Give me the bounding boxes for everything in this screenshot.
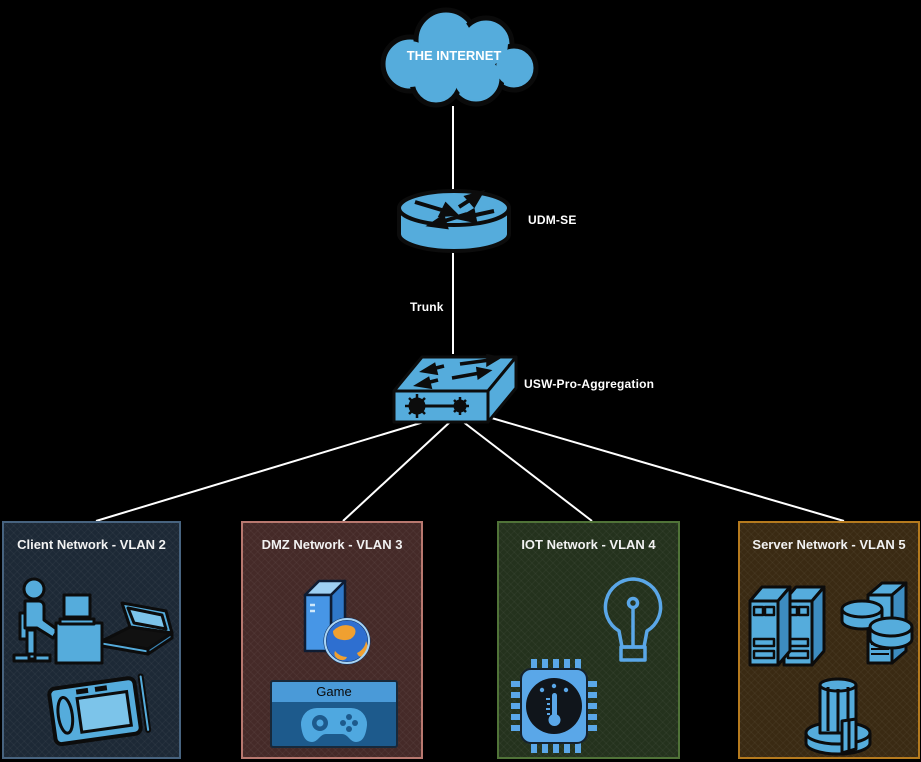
server-racks-icon	[748, 585, 826, 667]
server-network-box: Server Network - VLAN 5	[738, 521, 920, 759]
dmz-network-box: DMZ Network - VLAN 3 Game	[241, 521, 423, 759]
router-icon	[397, 189, 511, 253]
game-panel: Game	[270, 680, 398, 748]
internet-cloud-node: THE INTERNET	[364, 2, 544, 112]
workstation-icon	[12, 577, 104, 665]
router-label: UDM-SE	[528, 213, 577, 227]
iot-network-box: IOT Network - VLAN 4	[497, 521, 680, 759]
client-network-title: Client Network - VLAN 2	[17, 537, 166, 552]
lightbulb-icon	[603, 577, 663, 662]
trunk-link-label: Trunk	[410, 300, 444, 314]
server-network-title: Server Network - VLAN 5	[752, 537, 906, 552]
dmz-network-title: DMZ Network - VLAN 3	[261, 537, 403, 552]
chip-thermometer-icon	[511, 659, 597, 753]
server-globe-icon	[303, 579, 371, 665]
game-panel-title: Game	[272, 682, 396, 702]
mainframe-icon	[804, 677, 872, 756]
tablet-icon	[47, 673, 152, 747]
switch-icon	[392, 353, 518, 424]
gamepad-icon	[300, 708, 368, 742]
internet-label: THE INTERNET	[406, 48, 502, 63]
laptop-icon	[100, 601, 174, 656]
cloud-icon	[380, 7, 539, 108]
switch-label: USW-Pro-Aggregation	[524, 377, 655, 391]
iot-network-title: IOT Network - VLAN 4	[521, 537, 656, 552]
database-server-icon	[840, 581, 914, 665]
client-network-box: Client Network - VLAN 2	[2, 521, 181, 759]
